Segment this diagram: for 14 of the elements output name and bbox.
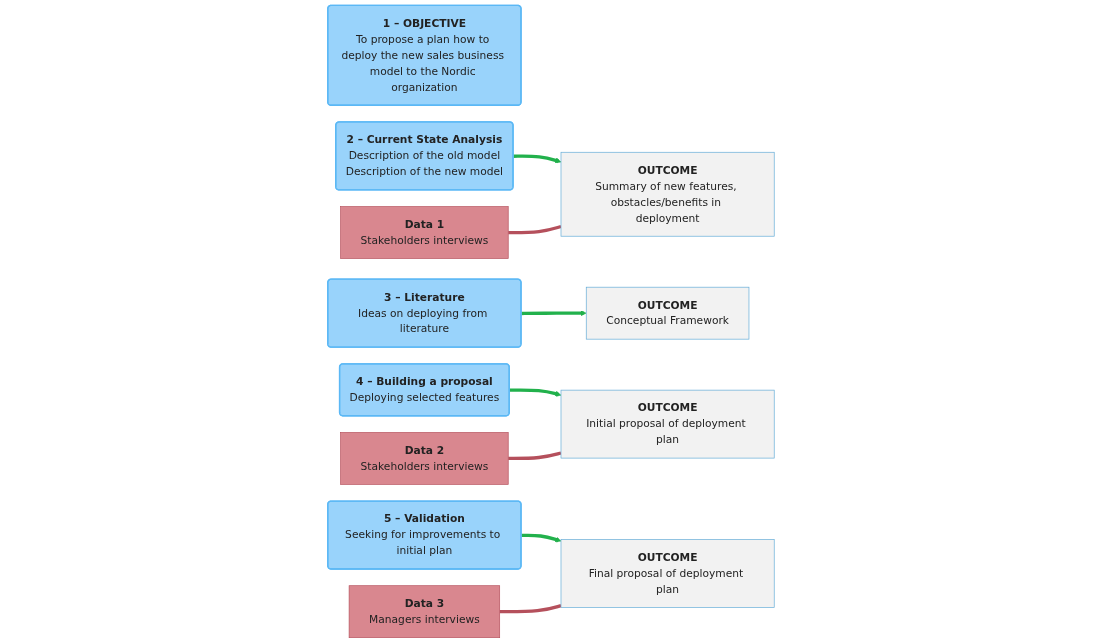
node-box: Data 2 Stakeholders interviews	[340, 432, 509, 485]
node-box: Data 3 Managers interviews	[348, 585, 501, 638]
arrow	[513, 154, 562, 164]
connector	[499, 604, 562, 614]
connector	[508, 451, 562, 461]
arrow	[521, 310, 587, 317]
arrow	[521, 533, 562, 543]
node-box: OUTCOME Initial proposal of deployment plan	[560, 389, 775, 459]
node-box: Data 1 Stakeholders interviews	[340, 206, 509, 259]
arrow	[509, 388, 562, 397]
node-box: OUTCOME Final proposal of deployment plan	[560, 539, 775, 608]
node-box: OUTCOME Conceptual Framework	[585, 286, 750, 340]
connector	[508, 224, 562, 235]
node-box: OUTCOME Summary of new features, obstacles/benefits in deployment	[560, 151, 775, 237]
